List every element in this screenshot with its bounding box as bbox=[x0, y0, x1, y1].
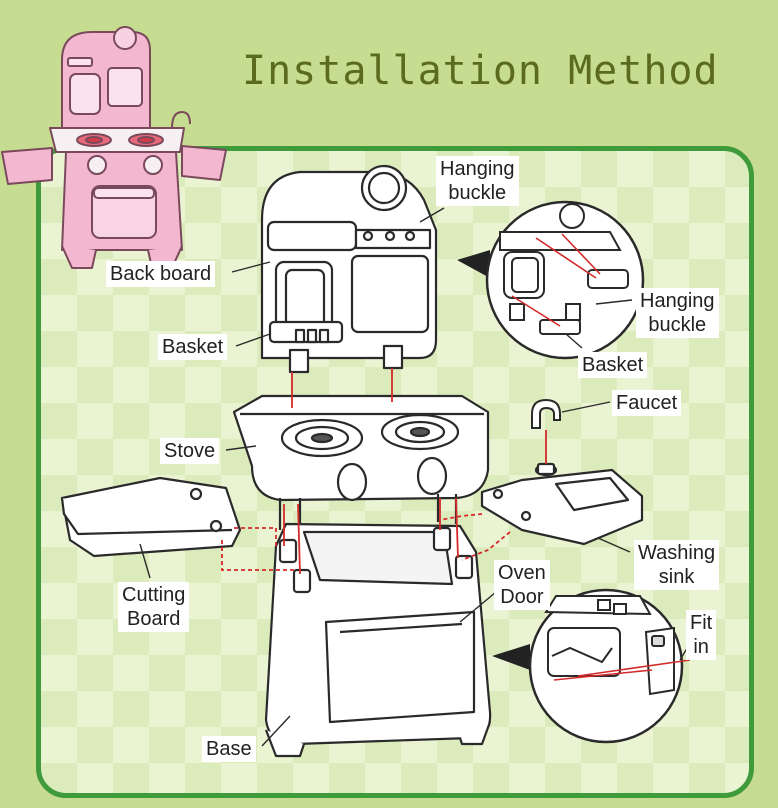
washing-sink-illustration bbox=[480, 462, 644, 546]
assembly-lines bbox=[221, 368, 547, 575]
fit-in-detail bbox=[492, 588, 691, 744]
toy-kitchen-illustration bbox=[1, 26, 227, 269]
label-basket-main: Basket bbox=[158, 334, 228, 360]
faucet-illustration bbox=[531, 398, 561, 429]
label-washing-sink: Washing sink bbox=[634, 540, 720, 590]
page-title: Installation Method bbox=[242, 48, 719, 94]
hanging-buckle-detail bbox=[457, 200, 645, 360]
label-hanging-buckle-top: Hanging buckle bbox=[436, 156, 519, 206]
back-board-illustration bbox=[260, 164, 438, 374]
label-cutting-board: Cutting Board bbox=[118, 582, 190, 632]
base-illustration bbox=[264, 522, 492, 758]
label-fit-in: Fit in bbox=[686, 610, 717, 660]
label-hanging-buckle-detail: Hanging buckle bbox=[636, 288, 719, 338]
cutting-board-illustration bbox=[60, 476, 242, 558]
label-back-board: Back board bbox=[106, 261, 216, 287]
label-stove: Stove bbox=[160, 438, 220, 464]
label-faucet: Faucet bbox=[612, 390, 682, 416]
label-base: Base bbox=[202, 736, 256, 762]
label-basket-detail: Basket bbox=[578, 352, 648, 378]
stove-illustration bbox=[232, 394, 490, 530]
label-oven-door: Oven Door bbox=[494, 560, 550, 610]
